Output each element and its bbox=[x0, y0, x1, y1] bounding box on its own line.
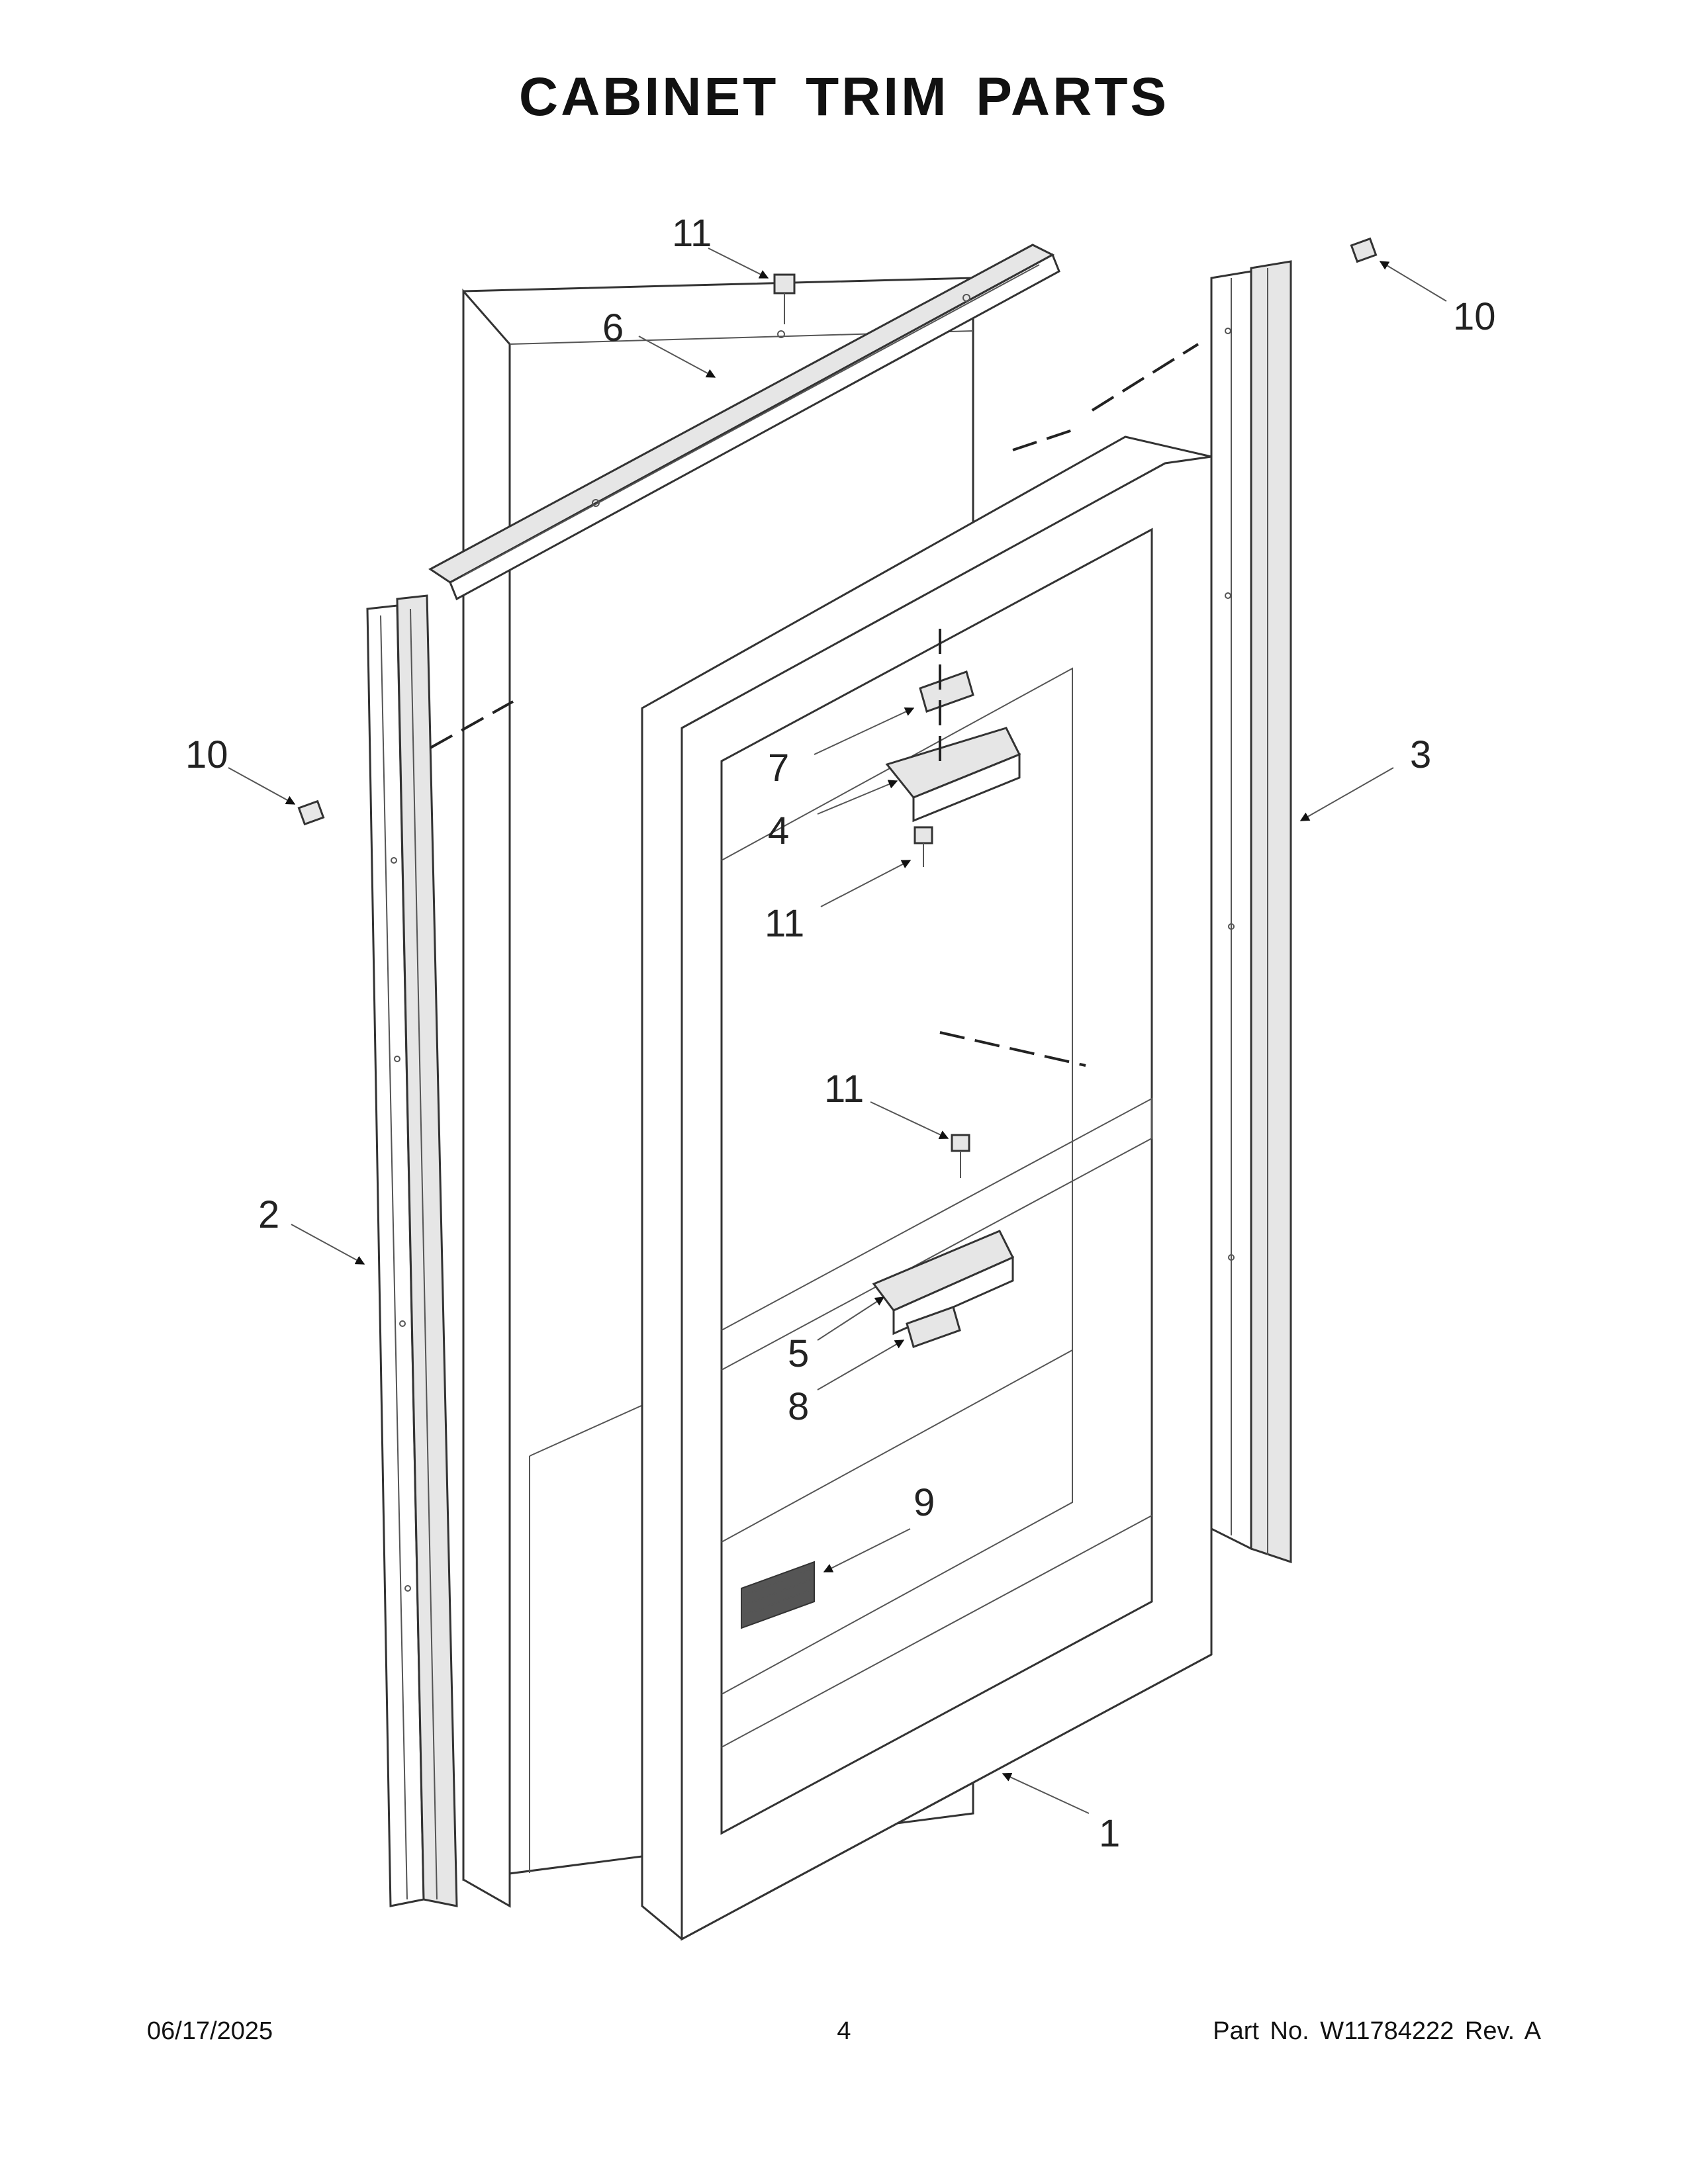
callout-10-left: 10 bbox=[185, 733, 228, 776]
screw-part-10-right bbox=[1350, 237, 1378, 263]
lower-clip-part-8 bbox=[906, 1306, 961, 1348]
footer-page-number: 4 bbox=[837, 2017, 851, 2045]
footer-part-number: Part No. W11784222 Rev. A bbox=[1213, 2017, 1541, 2045]
screw-part-11-top bbox=[773, 273, 796, 324]
callout-1: 1 bbox=[1099, 1812, 1120, 1855]
callout-11-top: 11 bbox=[672, 212, 712, 255]
callout-6: 6 bbox=[602, 306, 624, 349]
upper-hinge-part-4 bbox=[885, 727, 1021, 823]
top-trim-part-6 bbox=[428, 244, 1060, 601]
callout-8: 8 bbox=[788, 1385, 809, 1428]
callout-7: 7 bbox=[768, 747, 789, 790]
lower-hinge-part-5 bbox=[872, 1230, 1015, 1336]
left-side-trim-part-2 bbox=[366, 594, 458, 1907]
callout-4: 4 bbox=[768, 809, 789, 852]
right-side-trim-part-3 bbox=[1210, 260, 1292, 1564]
screw-part-11-lower-hinge bbox=[951, 1134, 970, 1178]
vent-part-9 bbox=[741, 1561, 815, 1629]
page-title: CABINET TRIM PARTS bbox=[518, 67, 1170, 127]
callout-5: 5 bbox=[788, 1332, 809, 1375]
leader-arrows bbox=[228, 248, 1447, 1814]
callout-3: 3 bbox=[1410, 733, 1431, 776]
screw-part-10-left bbox=[297, 799, 325, 826]
screw-part-11-upper-hinge bbox=[914, 826, 933, 867]
footer-date: 06/17/2025 bbox=[147, 2017, 273, 2045]
callout-11-lower-hinge: 11 bbox=[824, 1068, 864, 1111]
upper-clip-part-7 bbox=[919, 670, 974, 713]
callout-10-right: 10 bbox=[1453, 295, 1496, 338]
callout-2: 2 bbox=[258, 1193, 279, 1236]
door-frame-part-1 bbox=[641, 435, 1213, 1941]
callout-9: 9 bbox=[914, 1481, 935, 1524]
callout-11-upper-hinge: 11 bbox=[765, 902, 804, 945]
